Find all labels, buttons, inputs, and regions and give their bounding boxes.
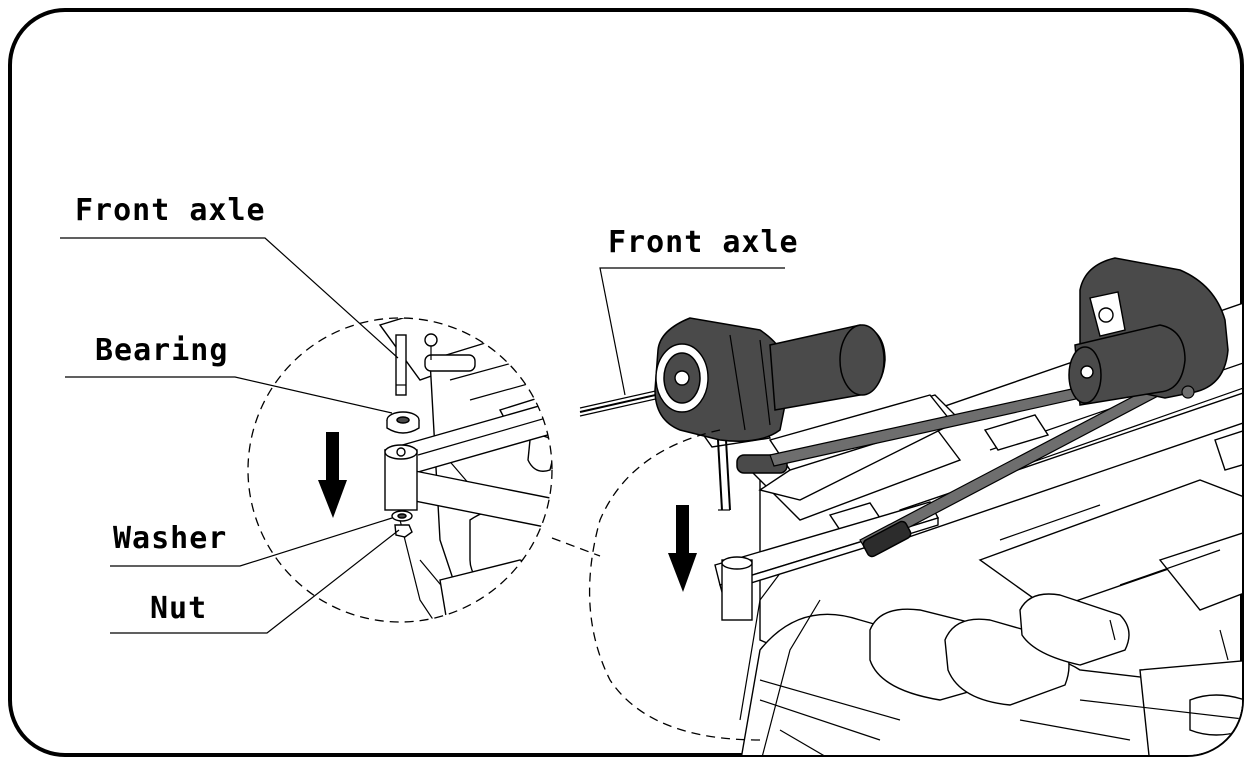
front-axle-label-right: Front axle	[608, 225, 799, 260]
washer-label: Washer	[113, 521, 227, 556]
detail-circle-outline	[247, 317, 553, 623]
bearing-label: Bearing	[95, 333, 228, 368]
arrow-right	[668, 505, 697, 592]
front-axle-label-left: Front axle	[75, 193, 266, 228]
arrow-left	[318, 432, 347, 518]
main-detail-circle	[588, 429, 761, 741]
main-assembly-drawing	[579, 257, 1242, 755]
nut-label: Nut	[150, 591, 207, 626]
detail-circle-drawing	[378, 318, 552, 622]
